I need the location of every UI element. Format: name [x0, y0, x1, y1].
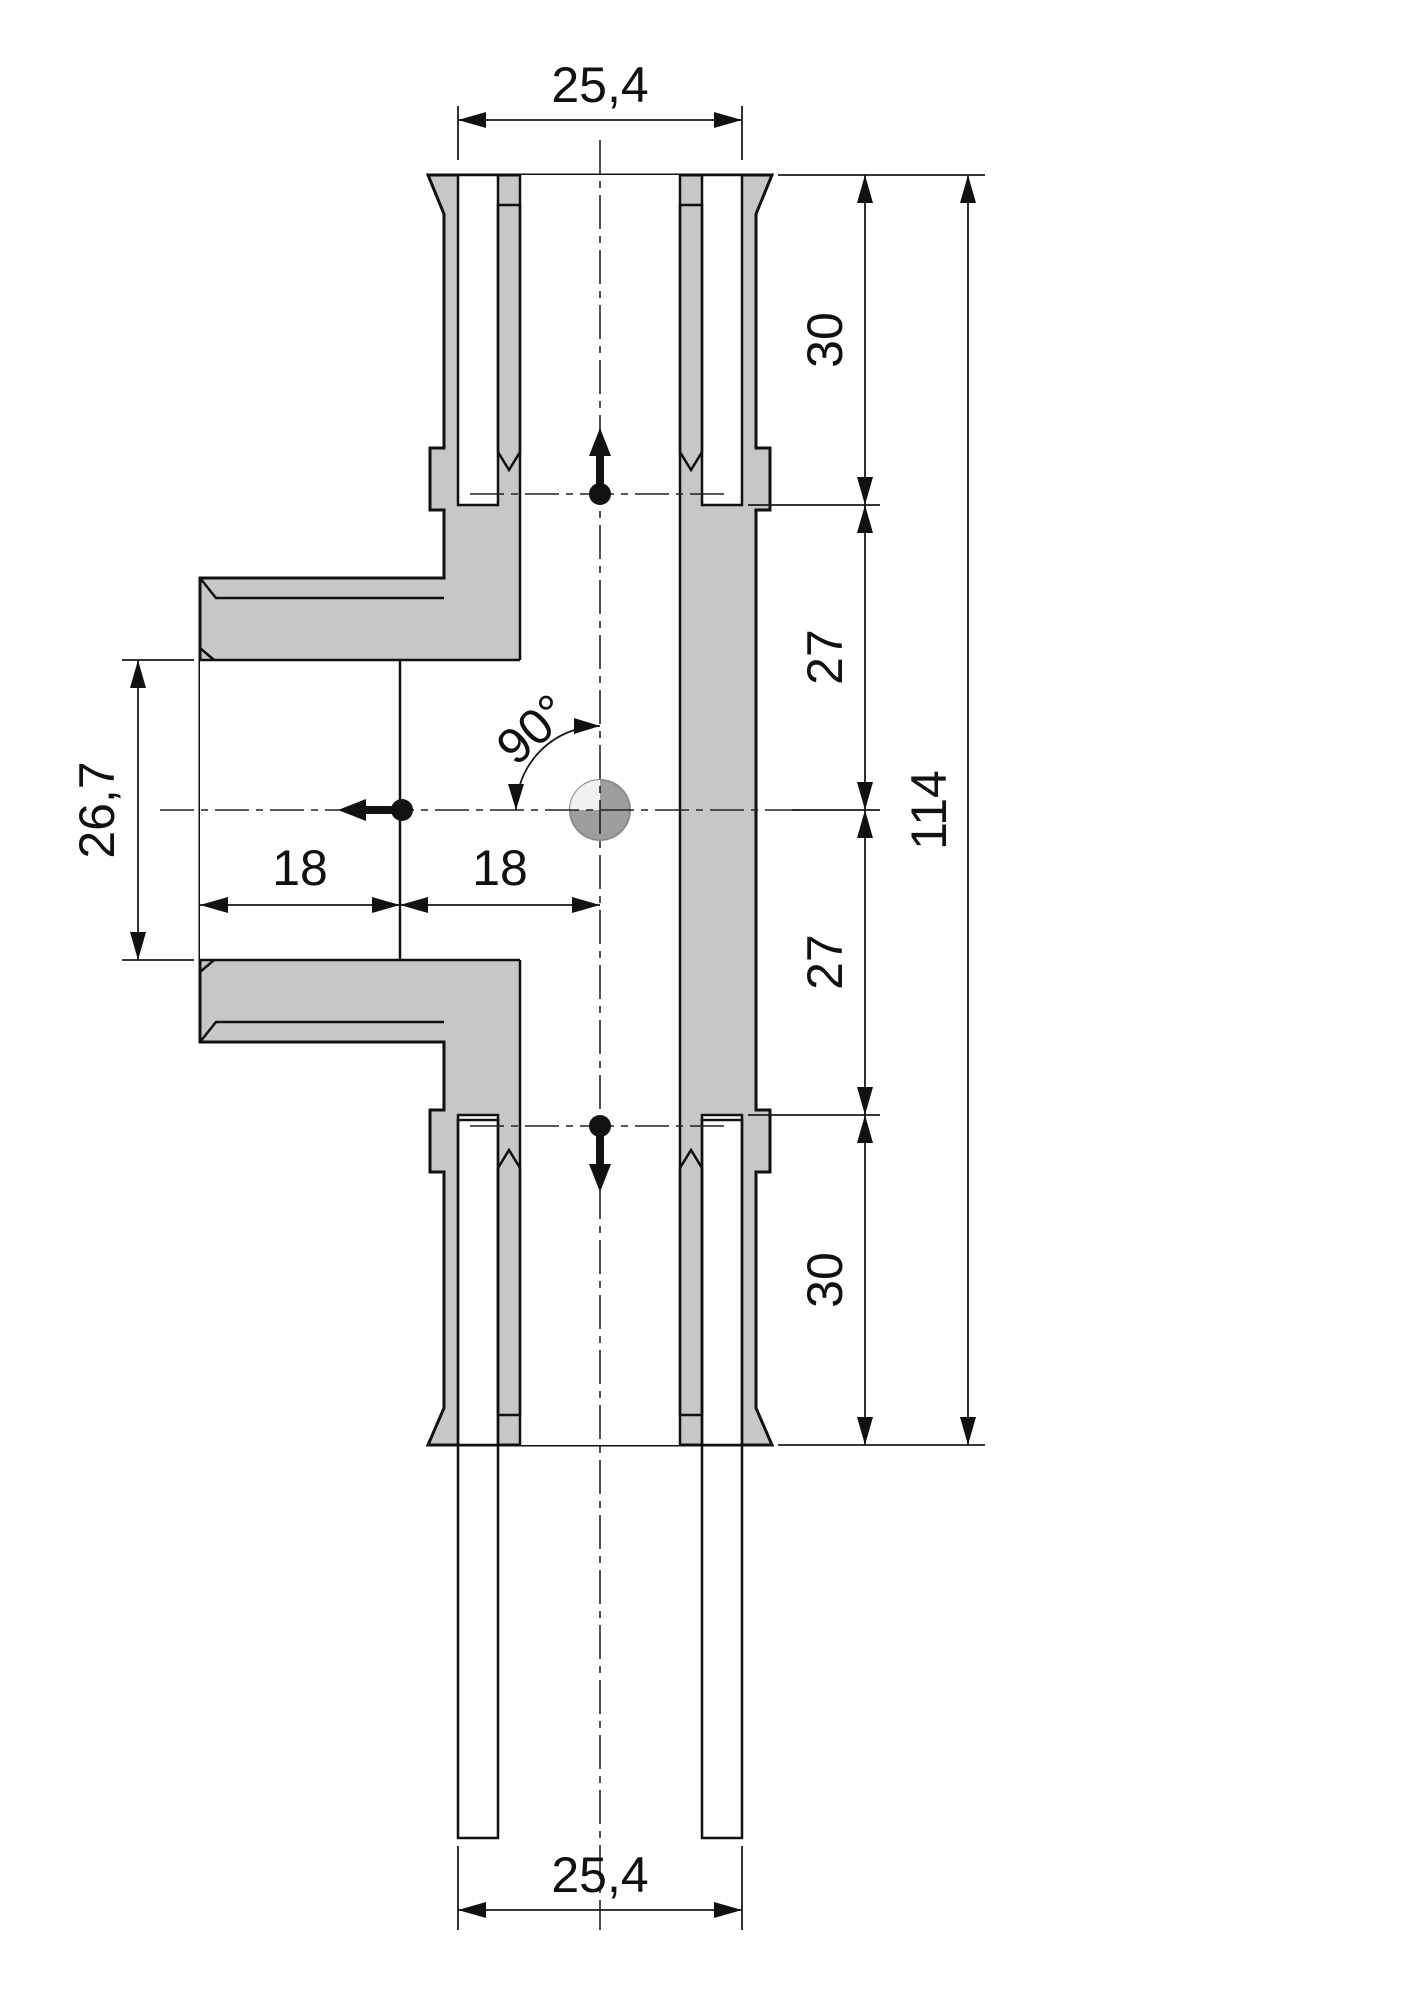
pipe-wall-left: [456, 1118, 500, 1840]
top-sleeve-left: [496, 203, 522, 473]
branch-hex-chamfer-top: [199, 577, 444, 600]
top-socket-slot-left: [456, 173, 500, 507]
branch-entry-chamfer-top: [199, 647, 215, 661]
pipe-wall-right: [700, 1118, 744, 1840]
inserted-pipe: [456, 1118, 744, 1840]
flow-arrow-up: [589, 428, 611, 505]
dim-chain-seg4-label: 30: [797, 1252, 853, 1308]
dim-overall-height: 114: [901, 175, 976, 1445]
branch-hex-chamfer-bottom: [199, 1020, 444, 1043]
dim-branch-bore-label: 26,7: [69, 761, 125, 858]
dim-overall-height-label: 114: [901, 770, 957, 850]
dim-chain-seg2-label: 27: [797, 629, 853, 685]
dim-bottom-width: 25,4: [457, 1846, 743, 1930]
dim-branch-to-center-label: 18: [472, 840, 528, 896]
dim-top-width: 25,4: [457, 57, 743, 160]
flow-arrow-left: [338, 799, 413, 821]
dim-top-width-label: 25,4: [551, 57, 648, 113]
flow-arrows: [338, 428, 611, 1192]
flow-node-highlight: [570, 780, 600, 810]
bottom-socket-slot-left: [456, 1113, 500, 1447]
dim-chain-seg3-label: 27: [797, 934, 853, 990]
dim-right-chain: 30 27 27 30: [748, 174, 985, 1446]
dim-branch-bore: 26,7: [69, 659, 194, 961]
dim-chain-seg1-label: 30: [797, 312, 853, 368]
flow-arrow-down: [589, 1115, 611, 1192]
fitting-body: [198, 173, 775, 1840]
branch-entry-chamfer-bottom: [199, 959, 215, 973]
bottom-socket: [456, 1113, 744, 1447]
bottom-socket-slot-right: [700, 1113, 744, 1447]
top-socket-slot-right: [700, 173, 744, 507]
dim-bottom-width-label: 25,4: [551, 1847, 648, 1903]
dim-branch-depth-label: 18: [272, 840, 328, 896]
dim-branch-depths: 18 18: [200, 840, 600, 913]
